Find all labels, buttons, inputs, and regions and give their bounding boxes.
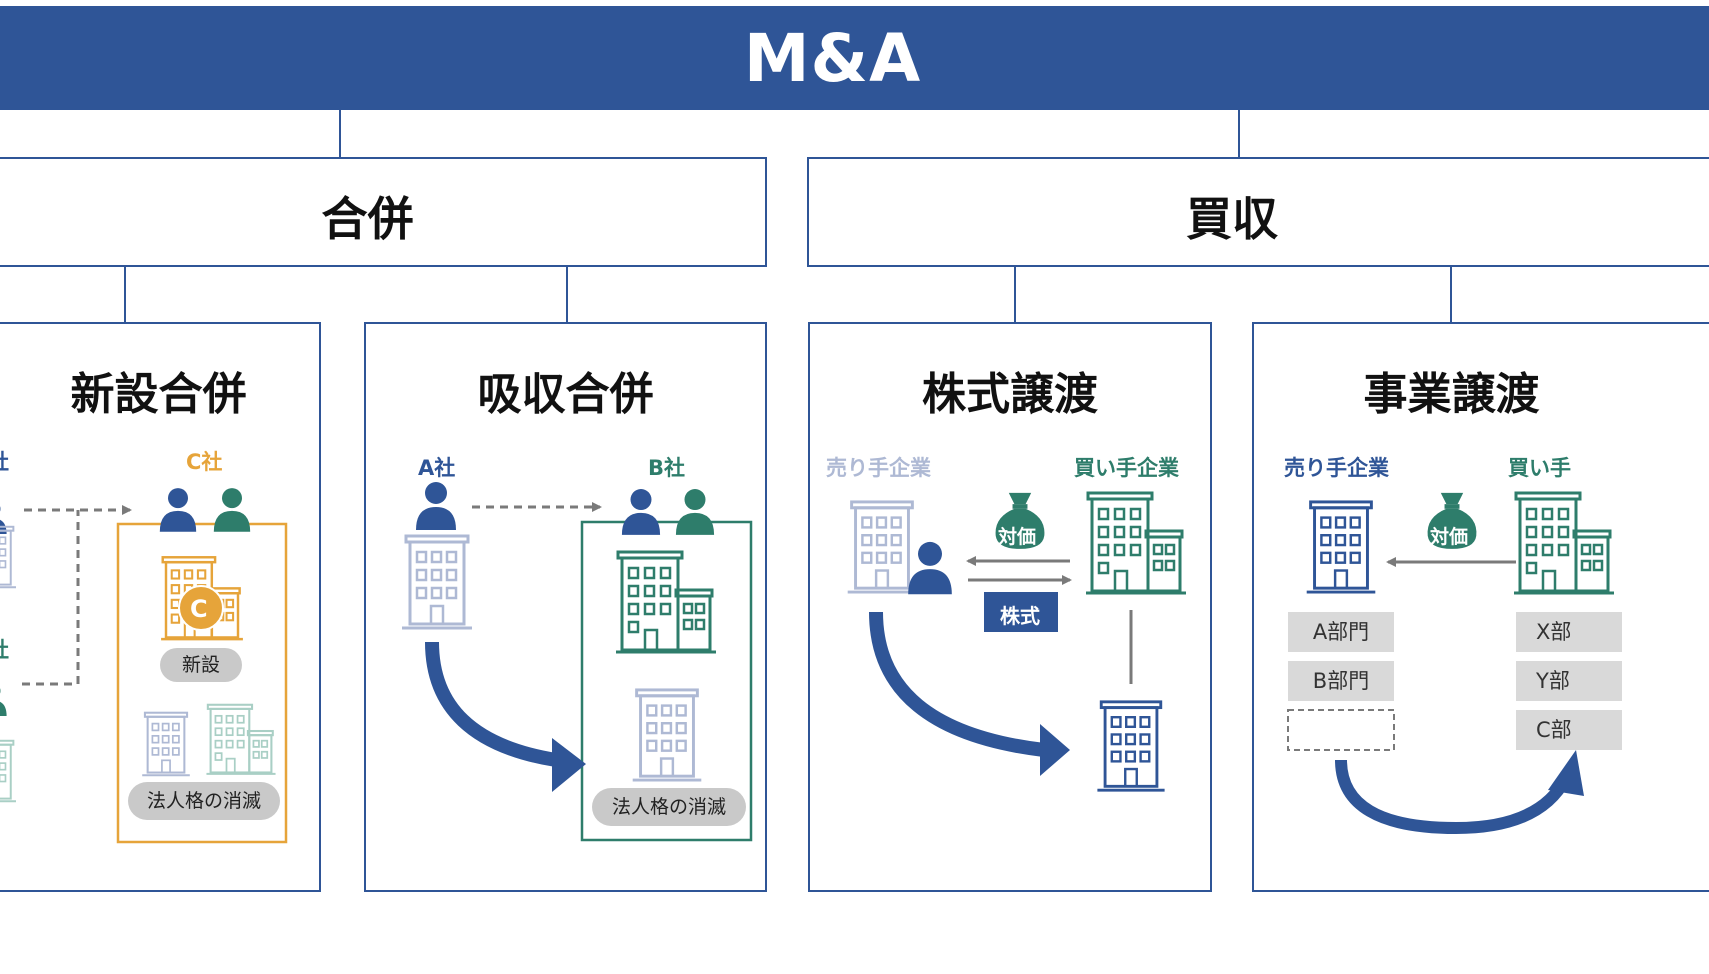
ma-title: M&A [743,19,922,97]
shinsetsu-company-a-label: 社 [0,446,9,476]
buyer-dept-x: X部 [1516,612,1622,652]
jigyo-buyer-label: 買い手 [1508,456,1571,480]
seller-dept-a: A部門 [1288,612,1394,652]
c-badge-letter: C [190,595,208,623]
jigyo-graphics [1287,491,1614,835]
panel-jigyo-title: 事業譲渡 [1363,369,1540,420]
kabushiki-shares-label: 株式 [1000,604,1040,628]
ma-banner: M&A [0,6,1709,110]
panel-kabushiki-title: 株式譲渡 [922,369,1098,420]
tree-connectors [124,110,1452,322]
kabushiki-buyer-label: 買い手企業 [1074,456,1179,480]
merger-box: 合併 [0,157,767,267]
new-establish-pill: 新設 [160,648,242,682]
kabushiki-seller-label: 売り手企業 [826,456,931,480]
kabushiki-consideration-label: 対価 [998,526,1037,548]
panel-kyushu-title: 吸収合併 [477,369,654,420]
kyushu-graphics [400,482,753,842]
shinsetsu-company-b-label: 社 [0,634,9,664]
kyushu-company-b-label: B社 [648,456,686,480]
jigyo-seller-label: 売り手企業 [1284,456,1389,480]
kyushu-company-a-label: A社 [418,456,456,480]
shinsetsu-company-c-label: C社 [186,450,223,474]
kabushiki-graphics [845,491,1186,792]
acquisition-box: 買収 [807,157,1709,267]
jigyo-consideration-label: 対価 [1430,526,1469,548]
shinsetsu-graphics [0,488,288,844]
merger-title: 合併 [321,192,414,246]
acquisition-title: 買収 [1186,192,1278,246]
panel-kabushiki: 株式譲渡 [808,322,1212,892]
panel-shinsetsu-title: 新設合併 [70,369,247,420]
seller-dept-b: B部門 [1288,661,1394,701]
kyushu-extinct-pill: 法人格の消滅 [592,788,746,826]
panel-jigyo: 事業譲渡 [1252,322,1709,892]
buyer-dept-y: Y部 [1516,661,1622,701]
buyer-dept-c: C部 [1516,710,1622,750]
shinsetsu-extinct-pill: 法人格の消滅 [128,782,280,820]
